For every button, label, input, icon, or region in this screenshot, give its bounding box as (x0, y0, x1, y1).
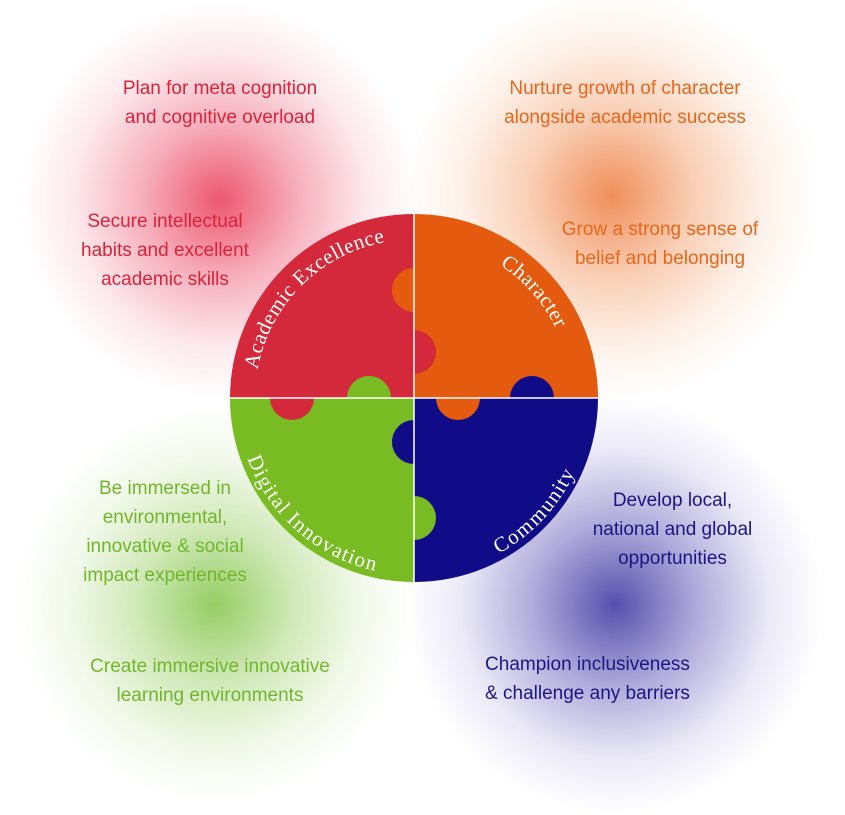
note-inclusiveness: Champion inclusiveness & challenge any b… (485, 654, 690, 704)
note-belief-belonging: Grow a strong sense of belief and belong… (561, 219, 759, 269)
character-piece (414, 214, 598, 398)
note-meta-cognition: Plan for meta cognition and cognitive ov… (122, 78, 318, 128)
note-intellectual-habits: Secure intellectual habits and excellent… (81, 211, 249, 290)
note-immersed-experiences: Be immersed in environmental, innovative… (83, 478, 247, 586)
note-immersive-environments: Create immersive innovative learning env… (90, 656, 330, 706)
digital-innovation-piece (230, 398, 414, 582)
academic-excellence-piece (230, 214, 414, 398)
community-piece (414, 398, 598, 582)
note-local-national-global: Develop local, national and global oppor… (592, 490, 753, 569)
note-growth-of-character: Nurture growth of character alongside ac… (504, 78, 746, 128)
